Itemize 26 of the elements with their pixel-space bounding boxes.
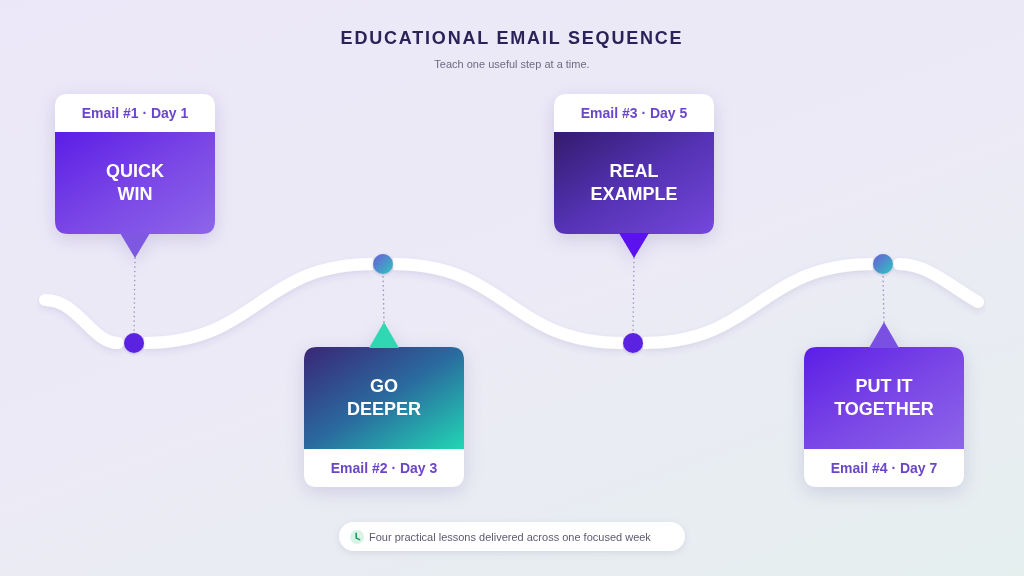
- callout-card: [804, 322, 964, 487]
- email-day-label: Email #3 · Day 5: [580, 104, 688, 122]
- timeline-track: [642, 258, 874, 349]
- subtitle: Teach one useful step at a time.: [434, 57, 590, 71]
- timeline-track: [143, 258, 374, 349]
- step-title: GO DEEPER: [346, 375, 422, 421]
- timeline-dot: [873, 254, 893, 274]
- email-day-label: Email #1 · Day 1: [81, 104, 189, 122]
- timeline-dot: [623, 333, 643, 353]
- footnote: Four practical lessons delivered across one focused week: [369, 529, 651, 544]
- timeline-dot: [373, 254, 393, 274]
- step-title: QUICK WIN: [105, 160, 165, 206]
- timeline-track: [392, 258, 624, 349]
- step-title: PUT IT TOGETHER: [833, 375, 935, 421]
- step-title: REAL EXAMPLE: [589, 160, 679, 206]
- callout-card: [304, 322, 464, 487]
- title: EDUCATIONAL EMAIL SEQUENCE: [340, 27, 684, 49]
- dotted-leader-line: [382, 273, 385, 323]
- dotted-leader-line: [632, 257, 635, 334]
- dotted-leader-line: [133, 257, 136, 334]
- email-day-label: Email #4 · Day 7: [830, 459, 938, 477]
- email-day-label: Email #2 · Day 3: [330, 459, 438, 477]
- timeline-dot: [124, 333, 144, 353]
- dotted-leader-line: [882, 273, 885, 323]
- callout-card: [554, 94, 714, 258]
- callout-card: [55, 94, 215, 258]
